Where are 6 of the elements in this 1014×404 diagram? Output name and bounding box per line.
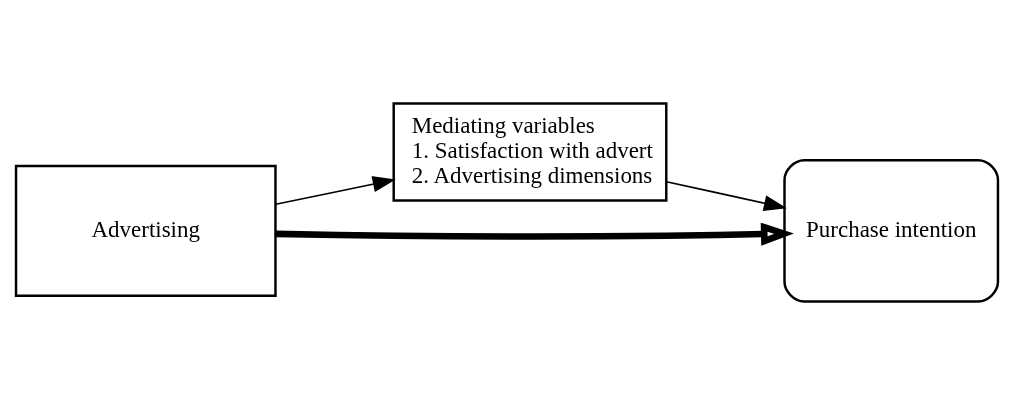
arrow: [665, 180, 787, 211]
node-box: Purchase intention: [783, 158, 1000, 303]
arrow: [275, 222, 794, 246]
node-box: Advertising: [14, 164, 277, 297]
node-box: Mediating variables 1. Satisfaction with advert 2. Advertising dimensions: [392, 101, 668, 202]
arrow: [275, 175, 396, 205]
